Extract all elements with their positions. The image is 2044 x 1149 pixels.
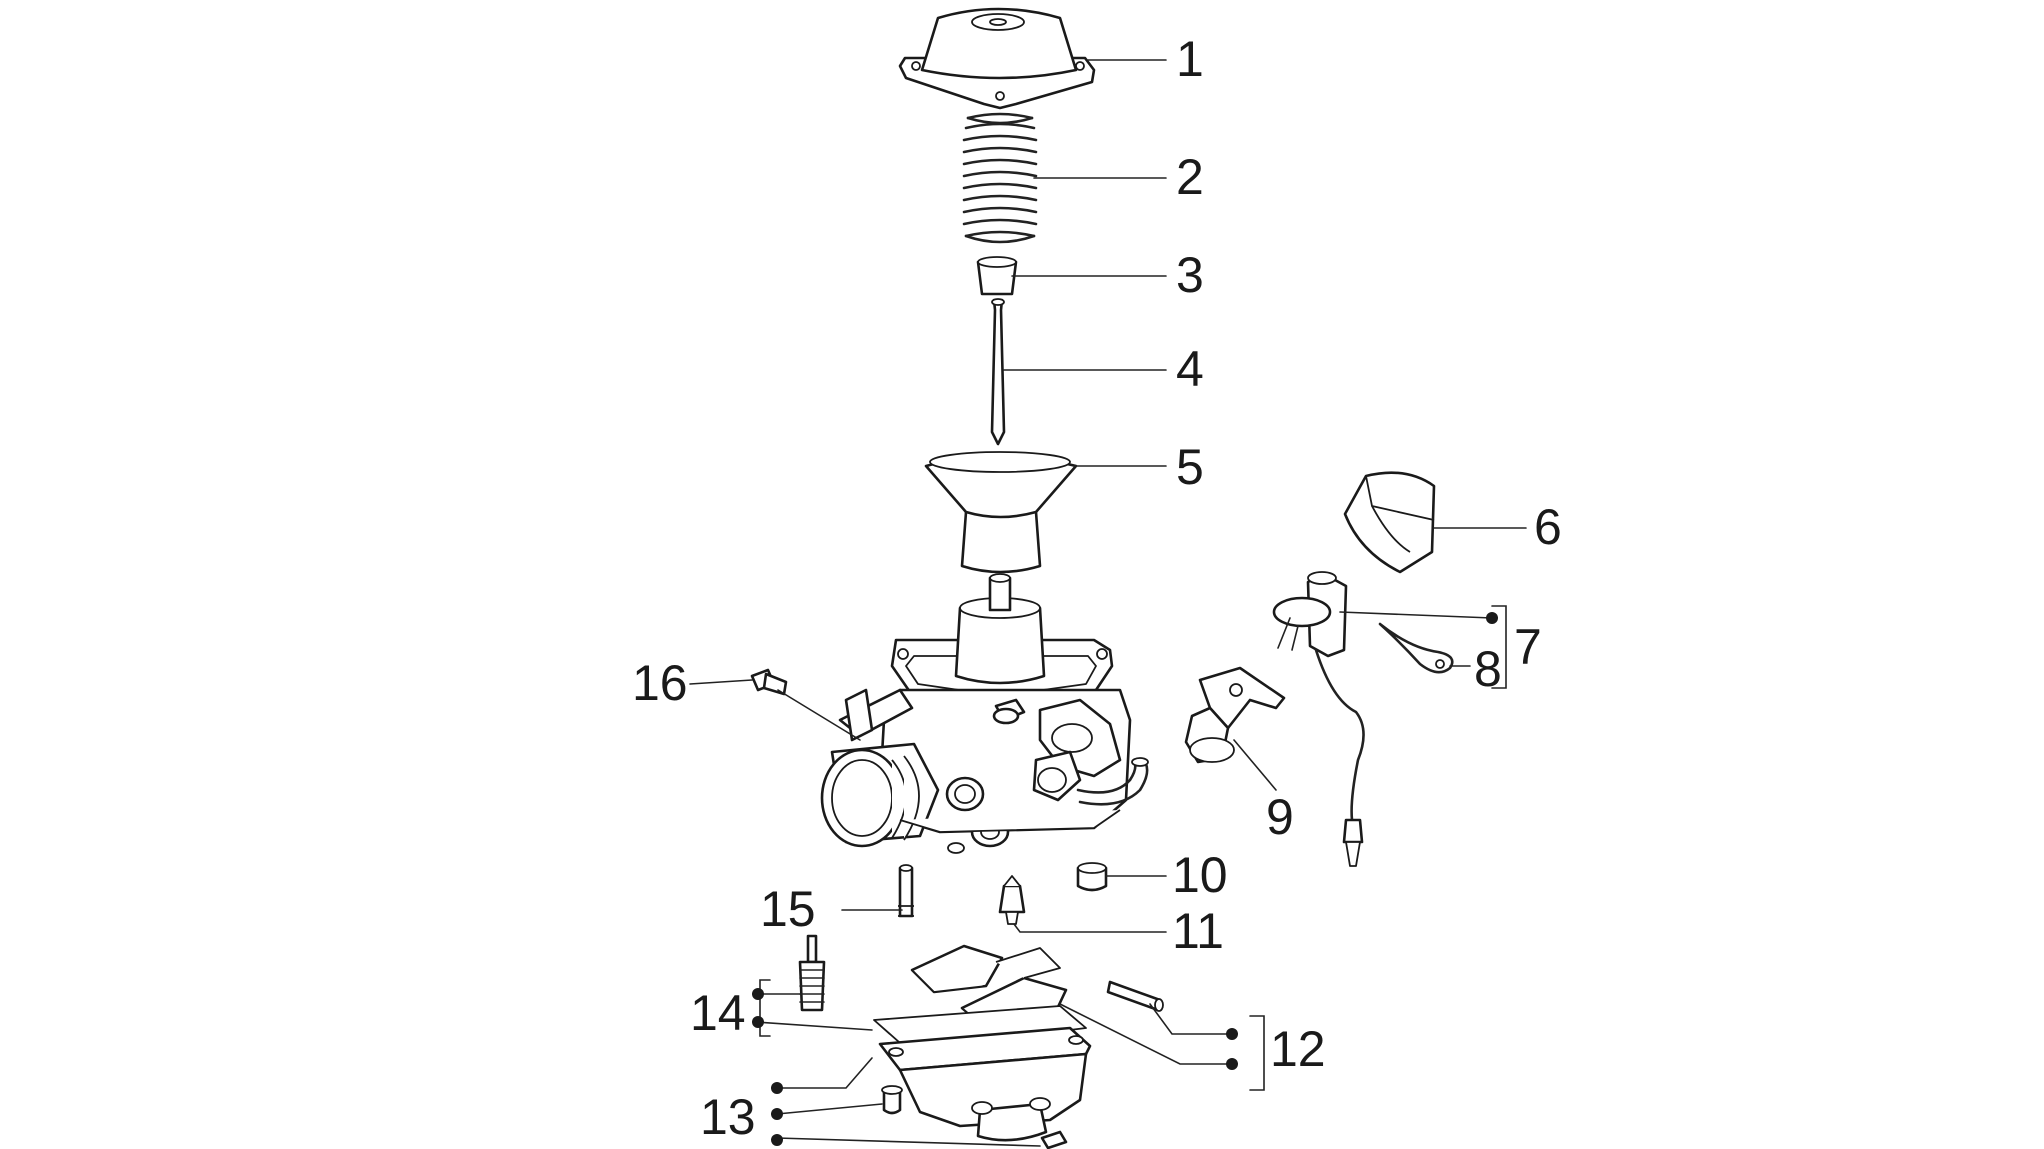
grouping-brackets bbox=[759, 605, 1507, 1091]
callout-13: 13 bbox=[700, 1089, 756, 1145]
carburetor-body bbox=[820, 573, 1149, 854]
part-9-side-cover bbox=[1184, 666, 1286, 764]
callout-11: 11 bbox=[1172, 903, 1224, 959]
callout-16: 16 bbox=[632, 655, 688, 711]
part-6-choke-cap bbox=[1343, 471, 1436, 574]
part-5-throttle-slide bbox=[924, 451, 1078, 574]
part-10-plug bbox=[1076, 862, 1108, 892]
callout-8: 8 bbox=[1474, 641, 1502, 697]
part-13-float-bowl bbox=[873, 1005, 1092, 1149]
callout-15: 15 bbox=[760, 881, 816, 937]
part-15-jet bbox=[898, 864, 914, 918]
dot bbox=[1486, 612, 1498, 624]
callout-6: 6 bbox=[1534, 499, 1562, 555]
part-11-float-needle bbox=[998, 875, 1026, 925]
part-3-needle-retainer bbox=[976, 256, 1018, 296]
callout-5: 5 bbox=[1176, 439, 1204, 495]
part-16-screw bbox=[750, 668, 788, 696]
callout-3: 3 bbox=[1176, 247, 1204, 303]
part-7-choke-assembly bbox=[1272, 571, 1365, 867]
callout-1: 1 bbox=[1176, 31, 1204, 87]
callout-7: 7 bbox=[1514, 619, 1542, 675]
callout-numbers: 1 2 3 4 5 6 7 8 9 10 11 12 13 14 15 16 bbox=[632, 31, 1562, 1145]
leader-dots bbox=[752, 612, 1498, 1146]
part-2-spring bbox=[962, 112, 1038, 244]
callout-2: 2 bbox=[1176, 149, 1204, 205]
part-4-jet-needle bbox=[990, 298, 1006, 446]
callout-10: 10 bbox=[1172, 847, 1228, 903]
callout-14: 14 bbox=[690, 985, 746, 1041]
callout-12: 12 bbox=[1270, 1021, 1326, 1077]
leader-lines bbox=[689, 59, 1527, 1147]
part-14-pilot-screw bbox=[798, 934, 826, 1012]
callout-4: 4 bbox=[1176, 341, 1204, 397]
part-8-clip bbox=[1378, 622, 1454, 674]
callout-9: 9 bbox=[1266, 789, 1294, 845]
part-1-diaphragm-cover bbox=[898, 7, 1096, 110]
